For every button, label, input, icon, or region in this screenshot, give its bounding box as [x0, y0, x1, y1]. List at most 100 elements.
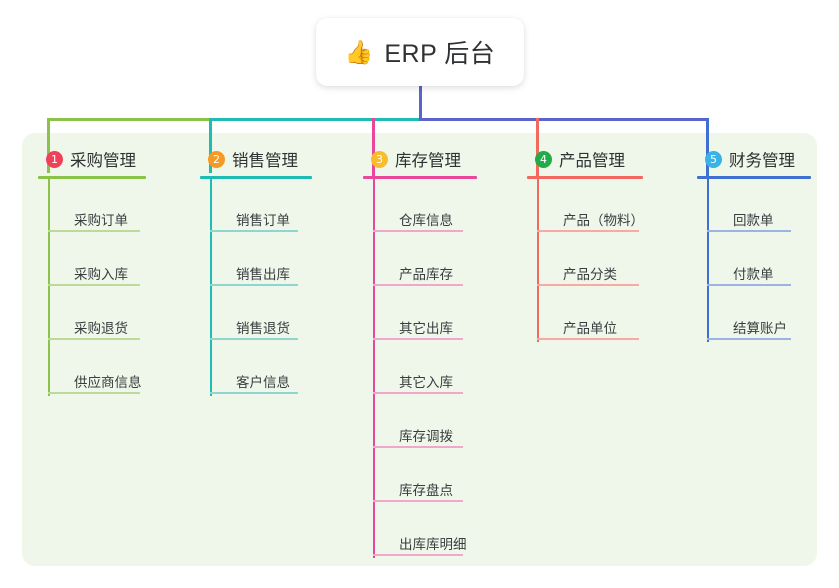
bus-segment-2: [209, 118, 421, 121]
branch-title: 产品管理: [559, 152, 625, 170]
branch-header-underline: [697, 176, 811, 179]
branch-spine: [210, 176, 212, 396]
leaf-item-销售订单[interactable]: 销售订单: [210, 208, 298, 232]
leaf-item-采购入库[interactable]: 采购入库: [48, 262, 140, 286]
leaf-item-label: 仓库信息: [399, 213, 453, 228]
branch-index-badge: 4: [535, 150, 552, 168]
branch-header-采购管理[interactable]: 1 采购管理: [38, 146, 136, 172]
leaf-item-付款单[interactable]: 付款单: [707, 262, 791, 286]
leaf-item-underline: [373, 284, 463, 286]
branch-index-badge: 1: [46, 150, 63, 168]
leaf-item-结算账户[interactable]: 结算账户: [707, 316, 791, 340]
thumbs-up-emoji: 👍: [344, 38, 374, 65]
leaf-item-销售退货[interactable]: 销售退货: [210, 316, 298, 340]
root-node[interactable]: 👍 ERP 后台: [316, 18, 524, 86]
leaf-item-underline: [48, 338, 140, 340]
leaf-item-产品分类[interactable]: 产品分类: [537, 262, 639, 286]
leaf-item-underline: [707, 338, 791, 340]
leaf-item-underline: [373, 446, 463, 448]
leaf-item-label: 销售出库: [236, 267, 290, 282]
branch-title: 采购管理: [70, 152, 136, 170]
drop-line-2: [209, 118, 212, 173]
branch-header-财务管理[interactable]: 5 财务管理: [697, 146, 795, 172]
branch-header-产品管理[interactable]: 4 产品管理: [527, 146, 625, 172]
branch-spine: [373, 176, 375, 558]
leaf-item-underline: [537, 284, 639, 286]
leaf-item-underline: [48, 284, 140, 286]
leaf-item-label: 产品库存: [399, 267, 453, 282]
leaf-item-仓库信息[interactable]: 仓库信息: [373, 208, 463, 232]
leaf-item-label: 回款单: [733, 213, 774, 228]
branch-title: 销售管理: [232, 152, 298, 170]
branches-panel: [22, 133, 817, 566]
leaf-item-label: 客户信息: [236, 375, 290, 390]
drop-line-1: [47, 118, 50, 173]
branch-column-5: 5 财务管理回款单付款单结算账户: [697, 146, 811, 342]
leaf-item-underline: [707, 284, 791, 286]
leaf-item-label: 供应商信息: [74, 375, 142, 390]
leaf-item-label: 出库库明细: [399, 537, 467, 552]
leaf-item-underline: [373, 338, 463, 340]
leaf-item-underline: [373, 500, 463, 502]
leaf-item-label: 库存调拨: [399, 429, 453, 444]
branch-header-underline: [38, 176, 146, 179]
leaf-item-underline: [373, 230, 463, 232]
branch-header-underline: [200, 176, 312, 179]
leaf-item-underline: [210, 230, 298, 232]
leaf-item-underline: [48, 392, 140, 394]
leaf-item-label: 采购入库: [74, 267, 128, 282]
leaf-item-其它入库[interactable]: 其它入库: [373, 370, 463, 394]
root-stem-line: [419, 86, 422, 120]
leaf-item-label: 产品单位: [563, 321, 617, 336]
bus-segment-3: [419, 118, 709, 121]
leaf-item-客户信息[interactable]: 客户信息: [210, 370, 298, 394]
branch-spine: [48, 176, 50, 396]
branch-column-1: 1 采购管理采购订单采购入库采购退货供应商信息: [38, 146, 146, 396]
drop-line-5: [706, 118, 709, 176]
leaf-item-产品库存[interactable]: 产品库存: [373, 262, 463, 286]
leaf-item-underline: [373, 554, 463, 556]
branch-header-underline: [363, 176, 477, 179]
leaf-item-销售出库[interactable]: 销售出库: [210, 262, 298, 286]
leaf-item-label: 采购退货: [74, 321, 128, 336]
leaf-item-库存调拨[interactable]: 库存调拨: [373, 424, 463, 448]
leaf-item-label: 其它出库: [399, 321, 453, 336]
branch-title: 库存管理: [395, 152, 461, 170]
leaf-item-underline: [48, 230, 140, 232]
branch-index-badge: 3: [371, 150, 388, 168]
leaf-item-label: 产品分类: [563, 267, 617, 282]
drop-line-4: [536, 118, 539, 176]
leaf-item-产品（物料）[interactable]: 产品（物料）: [537, 208, 644, 232]
branch-header-库存管理[interactable]: 3 库存管理: [363, 146, 461, 172]
leaf-item-label: 库存盘点: [399, 483, 453, 498]
leaf-item-label: 销售订单: [236, 213, 290, 228]
leaf-item-供应商信息[interactable]: 供应商信息: [48, 370, 142, 394]
leaf-item-产品单位[interactable]: 产品单位: [537, 316, 639, 340]
leaf-item-label: 结算账户: [733, 321, 787, 336]
leaf-item-出库库明细[interactable]: 出库库明细: [373, 532, 467, 556]
leaf-item-其它出库[interactable]: 其它出库: [373, 316, 463, 340]
branch-title: 财务管理: [729, 152, 795, 170]
bus-segment-1: [47, 118, 211, 121]
leaf-item-underline: [210, 284, 298, 286]
leaf-item-采购退货[interactable]: 采购退货: [48, 316, 140, 340]
leaf-item-库存盘点[interactable]: 库存盘点: [373, 478, 463, 502]
leaf-item-回款单[interactable]: 回款单: [707, 208, 791, 232]
drop-line-3: [372, 118, 375, 176]
leaf-item-underline: [537, 230, 639, 232]
branch-column-3: 3 库存管理仓库信息产品库存其它出库其它入库库存调拨库存盘点出库库明细: [363, 146, 477, 558]
leaf-item-label: 其它入库: [399, 375, 453, 390]
leaf-item-label: 产品（物料）: [563, 213, 644, 228]
leaf-item-采购订单[interactable]: 采购订单: [48, 208, 140, 232]
leaf-item-label: 销售退货: [236, 321, 290, 336]
branch-index-badge: 5: [705, 150, 722, 168]
leaf-item-underline: [210, 392, 298, 394]
leaf-item-underline: [373, 392, 463, 394]
leaf-item-underline: [537, 338, 639, 340]
branch-header-underline: [527, 176, 643, 179]
leaf-item-label: 付款单: [733, 267, 774, 282]
branch-spine: [707, 176, 709, 342]
